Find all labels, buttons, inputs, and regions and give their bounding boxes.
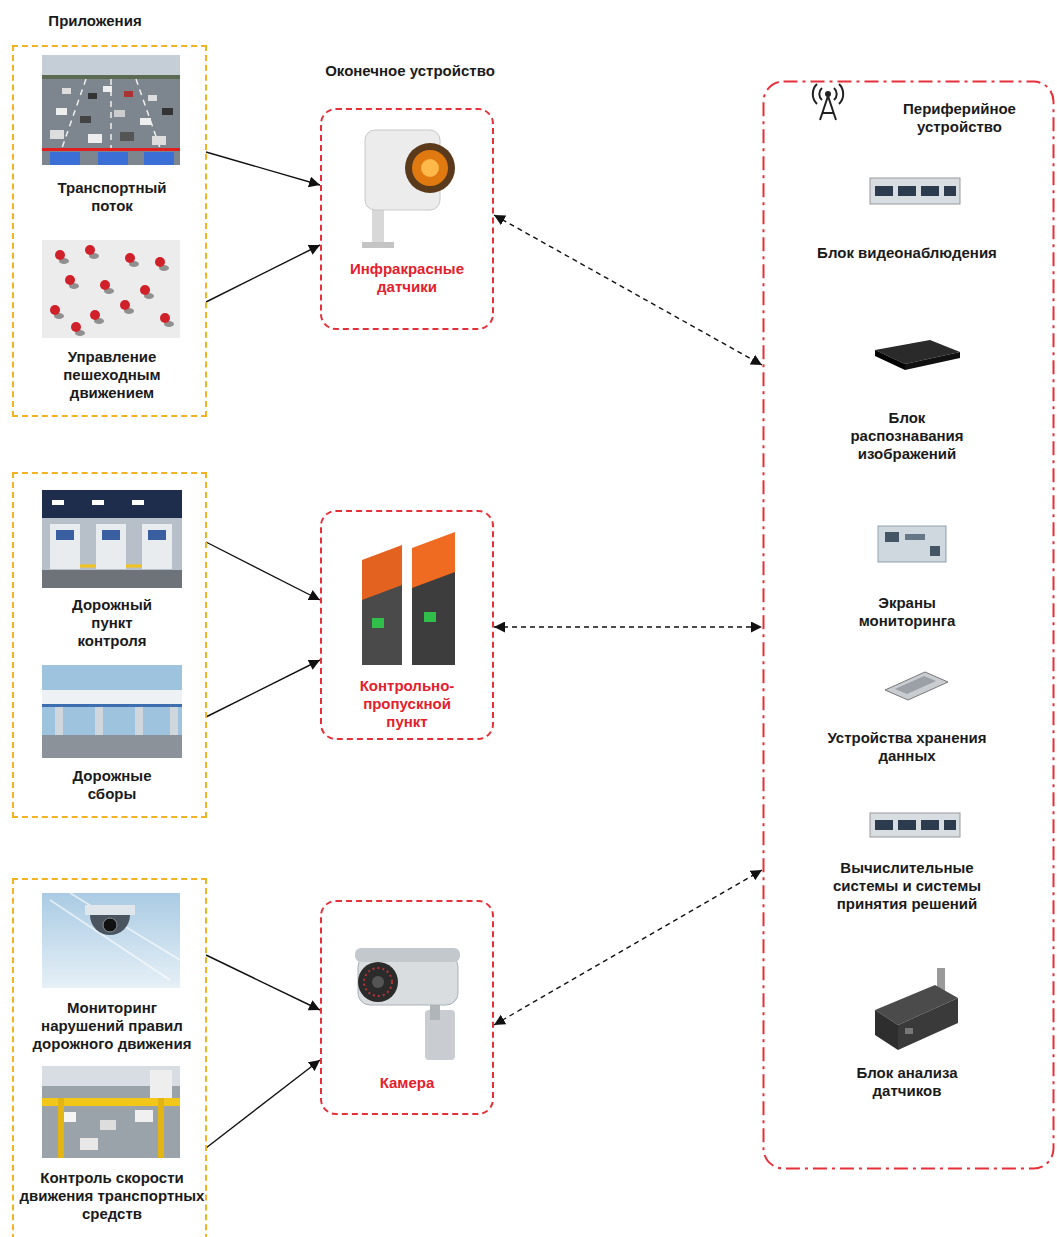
image-space xyxy=(18,1068,206,1165)
storage-icon xyxy=(885,672,948,700)
caption: Транспортный поток xyxy=(47,179,177,215)
image-space xyxy=(772,515,1042,590)
device-label: Камера xyxy=(332,1074,482,1092)
application-item: Контроль скорости движения транспортных … xyxy=(18,1068,206,1223)
application-group: Дорожный пункт контроляДорожные сборы xyxy=(12,472,207,818)
application-item: Управление пешеходным движением xyxy=(18,242,206,402)
application-group: Транспортный потокУправление пешеходным … xyxy=(12,45,207,417)
image-space xyxy=(322,902,492,1074)
image-space xyxy=(772,955,1042,1060)
dashed-link xyxy=(494,215,762,365)
cctv-photo xyxy=(42,893,180,988)
caption: Контроль скорости движения транспортных … xyxy=(18,1169,206,1223)
caption: Блок анализа датчиков xyxy=(832,1064,982,1100)
traffic-photo xyxy=(42,55,180,165)
edge-unit: Экраны мониторинга xyxy=(772,515,1042,630)
application-item: Дорожные сборы xyxy=(18,667,206,803)
antenna-icon xyxy=(813,84,843,120)
image-space xyxy=(18,667,206,763)
edge-unit: Вычислительные системы и системы приняти… xyxy=(772,805,1042,913)
panel-title: Периферийное устройство xyxy=(872,100,1047,136)
edge-unit: Блок распознавания изображений xyxy=(772,320,1042,463)
caption: Дорожные сборы xyxy=(62,767,162,803)
infrared-sensor-icon xyxy=(362,130,455,248)
application-item: Мониторинг нарушений правил дорожного дв… xyxy=(18,895,206,1053)
arrow xyxy=(206,1060,320,1148)
outline-rect xyxy=(764,82,1054,1169)
caption: Блок распознавания изображений xyxy=(832,409,982,463)
edge-unit: Устройства хранения данных xyxy=(772,660,1042,765)
sensor-unit-icon xyxy=(875,968,958,1050)
dashed-link xyxy=(494,626,762,627)
caption: Мониторинг нарушений правил дорожного дв… xyxy=(27,999,197,1053)
caption: Дорожный пункт контроля xyxy=(62,596,162,650)
image-space xyxy=(322,512,492,677)
arrow xyxy=(206,245,320,302)
camera-icon xyxy=(355,948,460,1060)
end-device-box: Камера xyxy=(320,900,494,1115)
pedestrian-photo xyxy=(42,240,180,338)
arrow xyxy=(206,152,320,185)
monitor-board-icon xyxy=(878,526,946,562)
edge-device-panel: Периферийное устройствоБлок видеонаблюде… xyxy=(762,80,1055,1170)
column-heading: Оконечное устройство xyxy=(290,62,530,80)
application-item: Транспортный поток xyxy=(18,57,206,215)
image-space xyxy=(322,110,492,260)
caption: Блок видеонаблюдения xyxy=(817,244,997,262)
image-space xyxy=(18,492,206,592)
speed-photo xyxy=(42,1066,180,1158)
application-group: Мониторинг нарушений правил дорожного дв… xyxy=(12,878,207,1237)
caption: Экраны мониторинга xyxy=(847,594,967,630)
end-device-box: Контрольно-пропускной пункт xyxy=(320,510,494,740)
image-space xyxy=(772,805,1042,855)
caption: Управление пешеходным движением xyxy=(37,348,187,402)
arrow xyxy=(206,542,320,600)
toll-plaza-photo xyxy=(42,665,182,758)
server-icon xyxy=(870,178,960,204)
device-label: Контрольно-пропускной пункт xyxy=(347,677,467,731)
edge-unit: Блок видеонаблюдения xyxy=(772,165,1042,262)
image-space xyxy=(18,895,206,995)
caption: Вычислительные системы и системы приняти… xyxy=(817,859,997,913)
end-device-box: Инфракрасные датчики xyxy=(320,108,494,330)
image-space xyxy=(18,242,206,344)
arrow xyxy=(206,955,320,1010)
computing-server-icon xyxy=(870,813,960,837)
caption: Устройства хранения данных xyxy=(827,729,987,765)
turnstile-icon xyxy=(362,532,455,665)
application-item: Дорожный пункт контроля xyxy=(18,492,206,650)
edge-unit: Блок анализа датчиков xyxy=(772,955,1042,1100)
dashed-link xyxy=(494,870,762,1025)
column-heading: Приложения xyxy=(20,12,170,30)
image-space xyxy=(772,165,1042,240)
recognition-box-icon xyxy=(875,340,960,370)
device-label: Инфракрасные датчики xyxy=(332,260,482,296)
image-space xyxy=(18,57,206,175)
image-space xyxy=(772,660,1042,725)
image-space xyxy=(772,320,1042,405)
arrow xyxy=(206,660,320,717)
checkpoint-photo xyxy=(42,490,182,588)
